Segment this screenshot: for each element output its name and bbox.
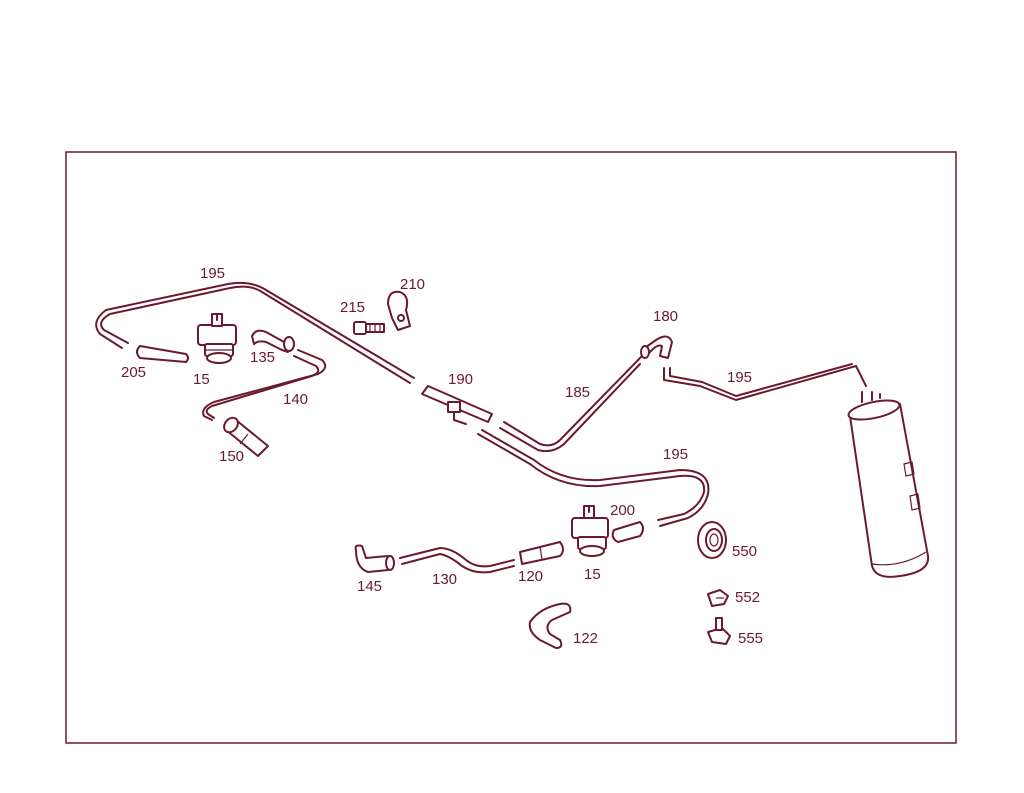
label-195-mid: 195 xyxy=(663,446,688,463)
clip-552 xyxy=(707,589,729,607)
label-15-left: 15 xyxy=(193,371,210,388)
hose-130 xyxy=(399,547,515,574)
hose-200 xyxy=(611,521,644,543)
label-210: 210 xyxy=(400,276,425,293)
label-15-right: 15 xyxy=(584,566,601,583)
label-190: 190 xyxy=(448,371,473,388)
hose-195-right xyxy=(663,363,867,401)
hose-122 xyxy=(528,602,572,649)
label-145: 145 xyxy=(357,578,382,595)
label-130: 130 xyxy=(432,571,457,588)
connector-120 xyxy=(519,541,564,565)
label-180: 180 xyxy=(653,308,678,325)
label-215: 215 xyxy=(340,299,365,316)
elbow-180 xyxy=(640,335,673,359)
hose-185 xyxy=(499,355,643,453)
label-195-right: 195 xyxy=(727,369,752,386)
grommet-550 xyxy=(697,521,727,559)
elbow-145 xyxy=(354,544,395,573)
label-205: 205 xyxy=(121,364,146,381)
bolt-215 xyxy=(353,321,385,335)
valve-15-right xyxy=(571,505,609,557)
label-135: 135 xyxy=(250,349,275,366)
valve-15-left xyxy=(197,313,237,364)
reservoir-canister xyxy=(847,391,930,578)
label-555: 555 xyxy=(738,630,763,647)
hose-205 xyxy=(136,345,189,363)
label-550: 550 xyxy=(732,543,757,560)
label-140: 140 xyxy=(283,391,308,408)
label-185: 185 xyxy=(565,384,590,401)
hose-140 xyxy=(202,349,327,421)
connector-150 xyxy=(223,416,269,457)
label-200: 200 xyxy=(610,502,635,519)
label-552: 552 xyxy=(735,589,760,606)
hose-195-mid xyxy=(477,429,710,527)
label-122: 122 xyxy=(573,630,598,647)
hose-135 xyxy=(251,329,295,353)
t-connector-190 xyxy=(421,385,493,425)
label-150: 150 xyxy=(219,448,244,465)
label-195-top: 195 xyxy=(200,265,225,282)
label-120: 120 xyxy=(518,568,543,585)
clamp-210 xyxy=(387,290,411,331)
hose-195-top xyxy=(95,281,415,384)
clip-555 xyxy=(707,617,731,645)
